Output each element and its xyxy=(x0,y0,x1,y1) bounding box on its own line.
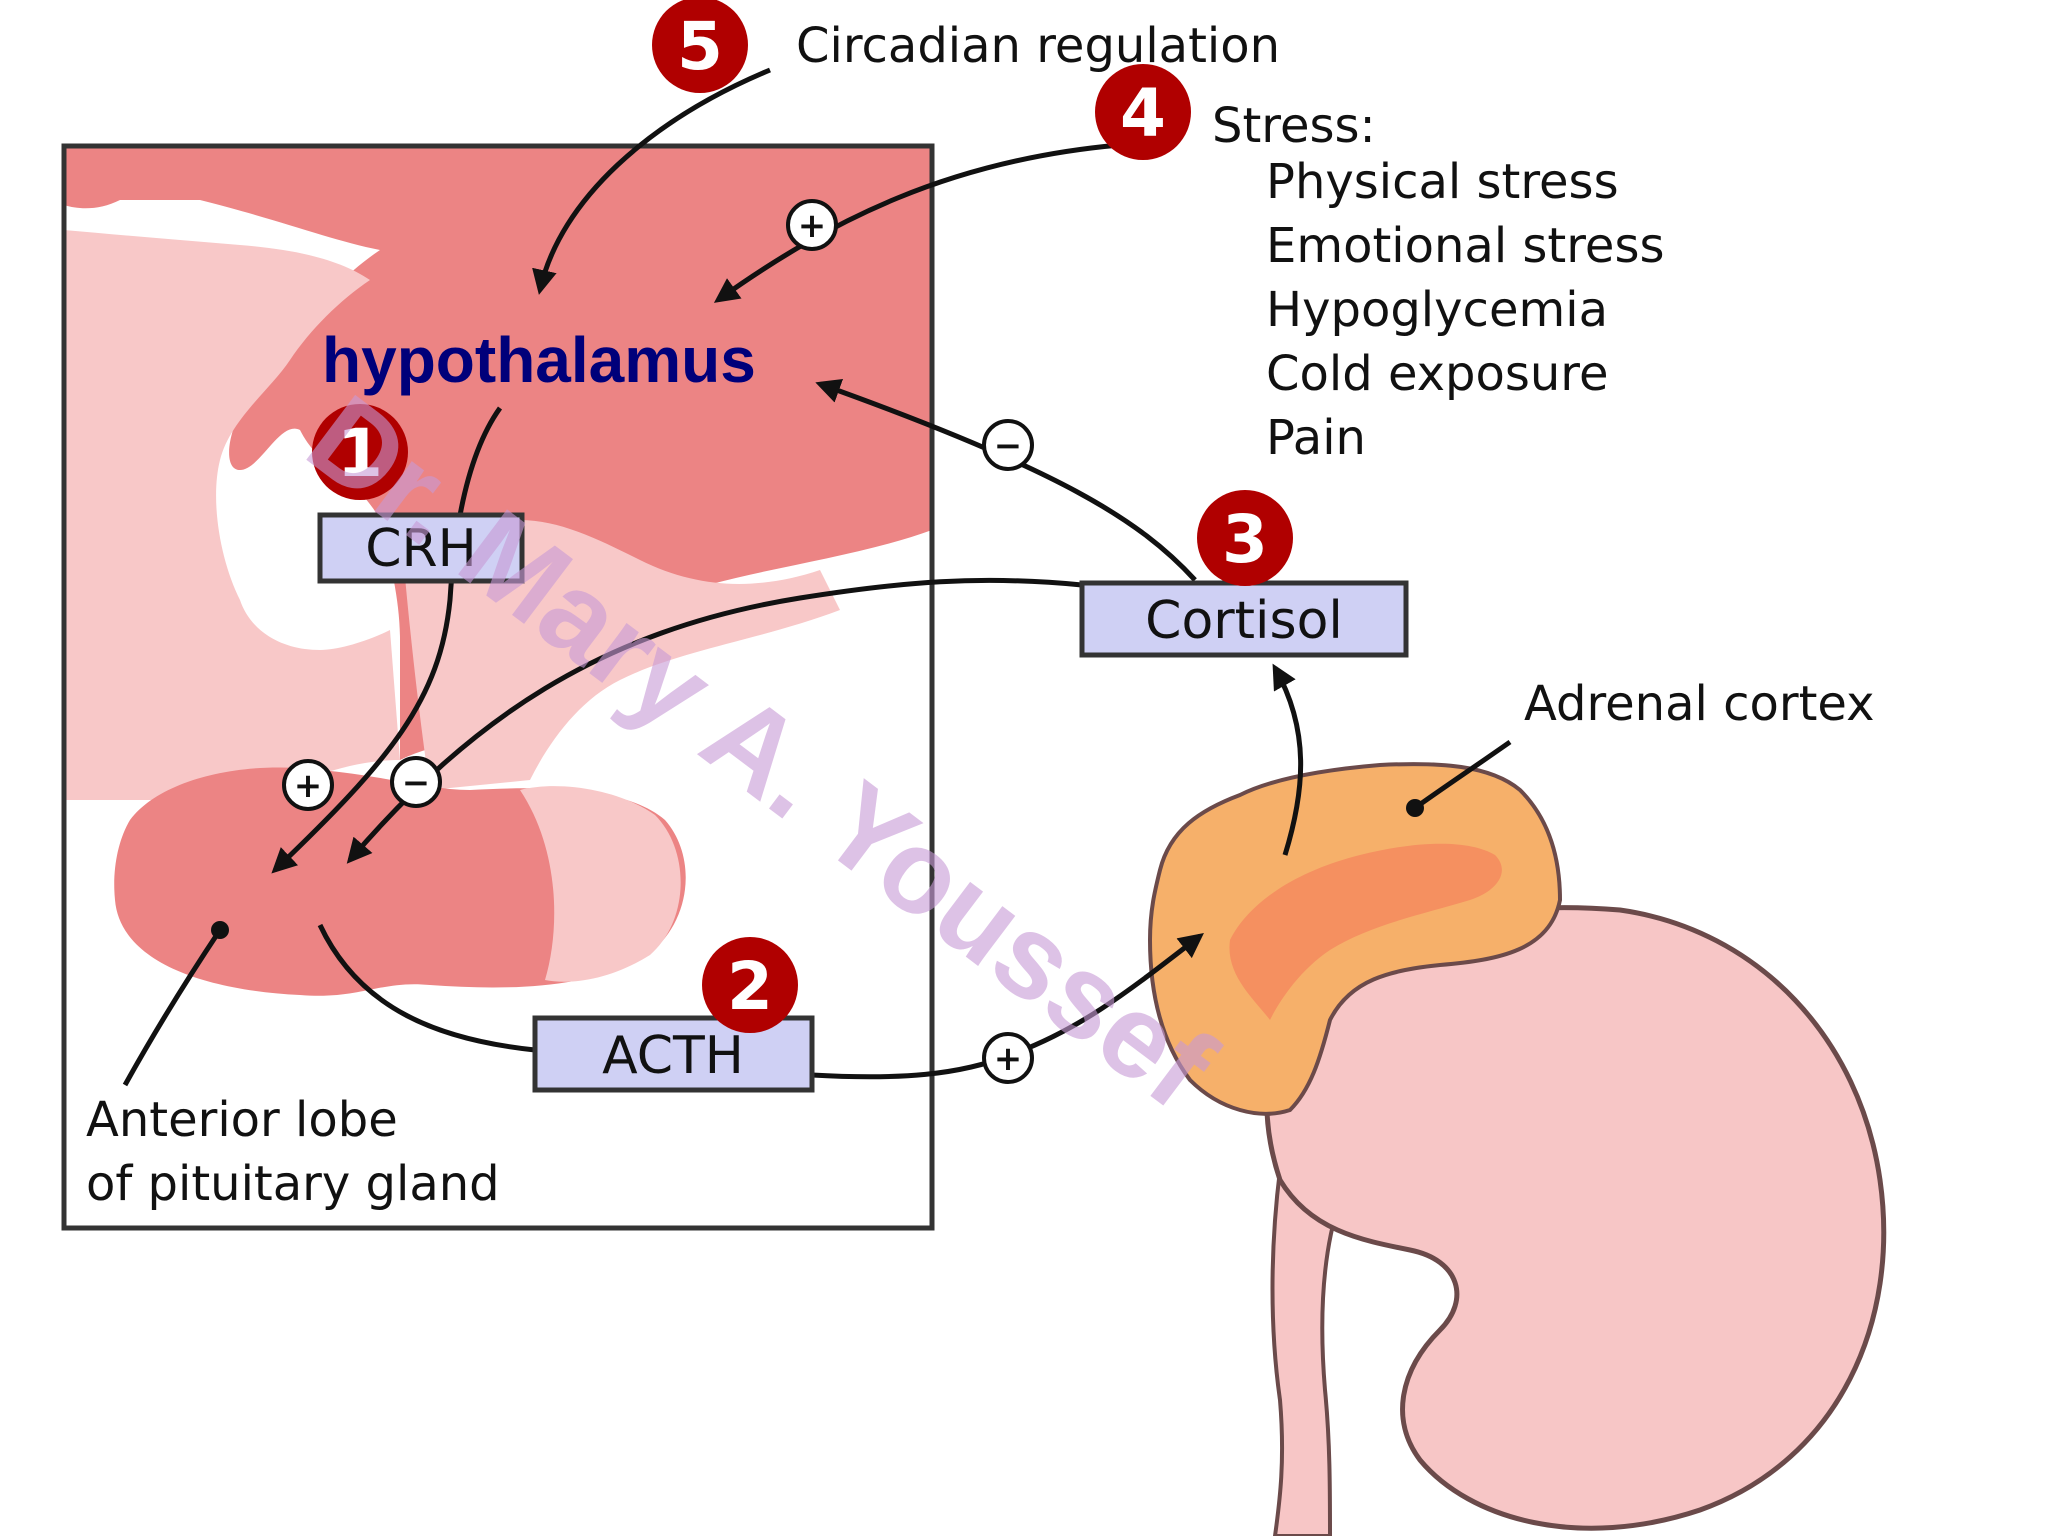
adrenal-cortex-label: Adrenal cortex xyxy=(1524,676,1875,732)
pituitary-stalk xyxy=(400,520,840,790)
cortisol-box: Cortisol xyxy=(1079,580,1409,658)
svg-text:−: − xyxy=(994,426,1023,466)
svg-text:+: + xyxy=(994,1039,1023,1079)
acth-label: ACTH xyxy=(602,1026,744,1086)
arrow-stress xyxy=(713,142,1121,303)
badge-1: 1 xyxy=(312,404,408,500)
badge-2: 2 xyxy=(702,937,798,1033)
svg-text:2: 2 xyxy=(727,948,773,1025)
sign-minus-pituitary: − xyxy=(390,756,442,808)
hypothalamus-label: hypothalamus xyxy=(322,324,756,396)
arrow-cortisol-to-hypothalamus xyxy=(815,378,1197,582)
arrow-crh-to-pituitary xyxy=(271,406,503,874)
arrow-pituitary-to-acth xyxy=(317,923,536,1053)
svg-text:1: 1 xyxy=(337,415,383,492)
adrenal-pointer-dot xyxy=(1406,799,1424,817)
sign-plus-crh: + xyxy=(282,759,334,811)
stress-item: Hypoglycemia xyxy=(1266,282,1608,338)
brain-panel xyxy=(61,143,935,1231)
svg-text:+: + xyxy=(294,766,323,806)
crh-box: CRH xyxy=(317,512,525,584)
crh-label: CRH xyxy=(365,519,477,579)
sign-plus-acth: + xyxy=(982,1032,1034,1084)
badge-5: 5 xyxy=(652,0,748,93)
kidney-group xyxy=(1147,762,1887,1536)
arrow-adrenal-to-cortisol xyxy=(1272,663,1304,856)
stress-title: Stress: xyxy=(1212,98,1376,154)
pituitary-label-line2: of pituitary gland xyxy=(86,1156,500,1212)
stress-item: Pain xyxy=(1266,410,1366,466)
posterior-lobe xyxy=(520,786,681,982)
svg-text:3: 3 xyxy=(1222,501,1268,578)
pituitary-pointer-dot xyxy=(211,921,229,939)
cortisol-label: Cortisol xyxy=(1145,591,1343,651)
sign-minus-hypothalamus: − xyxy=(982,419,1034,471)
pointer-pituitary xyxy=(122,928,223,1087)
panel-frame xyxy=(61,143,935,1231)
arrow-circadian xyxy=(532,67,771,295)
svg-text:4: 4 xyxy=(1120,75,1166,152)
optic-region xyxy=(64,230,400,800)
sign-plus-stress: + xyxy=(786,199,838,251)
acth-box: ACTH xyxy=(532,1015,815,1093)
stress-item: Physical stress xyxy=(1266,154,1619,210)
badge-4: 4 xyxy=(1095,64,1191,160)
stress-item: Cold exposure xyxy=(1266,346,1609,402)
svg-text:−: − xyxy=(402,763,431,803)
pituitary-label-line1: Anterior lobe xyxy=(86,1092,398,1148)
ureter xyxy=(1270,1166,1343,1536)
stress-list: Physical stress Emotional stress Hypogly… xyxy=(1266,154,1664,466)
badge-3: 3 xyxy=(1197,490,1293,586)
arrow-cortisol-to-pituitary xyxy=(346,577,1083,864)
kidney xyxy=(1264,905,1887,1531)
adrenal-medulla xyxy=(1229,843,1502,1020)
circadian-label: Circadian regulation xyxy=(796,18,1280,74)
svg-text:+: + xyxy=(798,206,827,246)
feedback-signs: + − + − + xyxy=(282,199,1034,1084)
pointer-adrenal-cortex xyxy=(1413,739,1512,811)
stress-item: Emotional stress xyxy=(1266,218,1664,274)
svg-text:5: 5 xyxy=(677,8,723,85)
